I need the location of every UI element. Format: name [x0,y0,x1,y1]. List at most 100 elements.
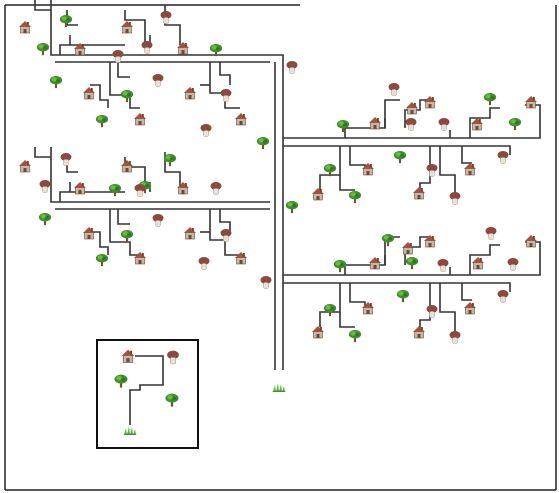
house-icon[interactable] [524,95,538,109]
house-icon[interactable] [183,86,197,100]
house-icon[interactable] [73,181,87,195]
tree-icon[interactable] [114,374,128,388]
mushroom-icon[interactable] [426,304,438,318]
house-icon[interactable] [183,226,197,240]
mushroom-icon[interactable] [497,289,509,303]
tree-icon[interactable] [348,330,362,343]
mushroom-icon[interactable] [39,179,51,193]
tree-icon[interactable] [256,137,270,150]
house-icon[interactable] [368,116,382,130]
house-icon[interactable] [121,349,135,363]
house-icon[interactable] [176,181,190,195]
tree-icon[interactable] [323,304,337,317]
house-icon[interactable] [18,20,32,34]
house-icon[interactable] [234,251,248,265]
house-icon[interactable] [120,159,134,173]
mushroom-icon[interactable] [507,257,519,271]
tree-icon[interactable] [405,257,419,270]
path-segment [404,99,430,128]
grass-icon[interactable] [123,426,137,436]
mushroom-icon[interactable] [449,330,461,344]
house-icon[interactable] [405,101,419,115]
mushroom-icon[interactable] [405,117,417,131]
path-segment [59,44,125,55]
mushroom-icon[interactable] [437,258,449,272]
mushroom-icon[interactable] [160,10,172,24]
tree-icon[interactable] [120,90,134,103]
tree-icon[interactable] [95,115,109,128]
house-icon[interactable] [463,162,477,176]
mushroom-icon[interactable] [152,73,164,87]
path-segment [469,107,500,138]
path-segment [34,0,51,11]
house-icon[interactable] [368,256,382,270]
tree-icon[interactable] [49,76,63,89]
mushroom-icon[interactable] [286,60,298,74]
house-icon[interactable] [311,187,325,201]
house-icon[interactable] [82,86,96,100]
path-segment [109,62,140,109]
tree-icon[interactable] [348,191,362,204]
house-icon[interactable] [176,41,190,55]
house-icon[interactable] [120,20,134,34]
mushroom-icon[interactable] [426,163,438,177]
mushroom-icon[interactable] [200,123,212,137]
house-icon[interactable] [234,112,248,126]
mushroom-icon[interactable] [60,152,72,166]
tree-icon[interactable] [38,213,52,226]
path-segment [283,282,511,292]
house-icon[interactable] [423,95,437,109]
tree-icon[interactable] [120,230,134,243]
mushroom-icon[interactable] [198,256,210,270]
mushroom-icon[interactable] [210,181,222,195]
house-icon[interactable] [311,325,325,339]
mushroom-icon[interactable] [134,183,146,197]
mushroom-icon[interactable] [166,350,180,365]
mushroom-icon[interactable] [141,40,153,54]
legend-icons [114,349,180,436]
house-icon[interactable] [82,226,96,240]
house-icon[interactable] [401,241,415,255]
house-icon[interactable] [463,301,477,315]
legend-path [129,355,164,425]
mushroom-icon[interactable] [449,191,461,205]
tree-icon[interactable] [396,290,410,303]
path-segment [50,0,270,56]
path-segment [34,147,51,158]
tree-icon[interactable] [336,120,350,133]
house-icon[interactable] [133,251,147,265]
house-icon[interactable] [524,234,538,248]
mushroom-icon[interactable] [152,213,164,227]
mushroom-icon[interactable] [220,88,232,102]
tree-icon[interactable] [285,201,299,214]
path-segment [339,175,355,191]
tree-icon[interactable] [508,118,522,131]
house-icon[interactable] [133,112,147,126]
path-segment [219,209,231,232]
tree-icon[interactable] [393,151,407,164]
mushroom-icon[interactable] [388,82,400,96]
path-segment [283,145,511,155]
house-icon[interactable] [412,186,426,200]
mushroom-icon[interactable] [497,150,509,164]
house-icon[interactable] [412,325,426,339]
path-segment [439,146,456,195]
house-icon[interactable] [470,117,484,131]
tree-icon[interactable] [108,184,122,197]
mushroom-icon[interactable] [260,275,272,289]
mushroom-icon[interactable] [485,226,497,240]
tree-icon[interactable] [165,393,179,407]
tree-icon[interactable] [95,254,109,267]
path-segment [109,209,140,256]
tree-icon[interactable] [381,234,395,247]
tree-icon[interactable] [483,93,497,106]
house-icon[interactable] [471,256,485,270]
house-icon[interactable] [18,159,32,173]
mushroom-icon[interactable] [112,49,124,63]
branching-paths [34,0,541,370]
house-icon[interactable] [361,301,375,315]
tree-icon[interactable] [36,43,50,56]
grass-icon[interactable] [272,383,286,393]
mushroom-icon[interactable] [438,117,450,131]
